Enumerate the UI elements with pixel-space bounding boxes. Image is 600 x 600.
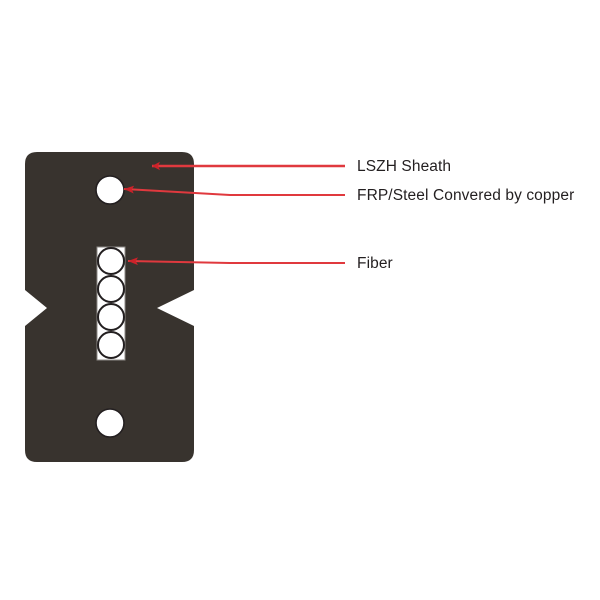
- fiber-circle: [97, 303, 125, 331]
- fiber-stack: [97, 247, 125, 359]
- leader-line-fiber: [127, 257, 345, 266]
- callout-label-lszh-sheath: LSZH Sheath: [357, 158, 452, 175]
- fiber-circle: [97, 247, 125, 275]
- callout-label-frp-steel: FRP/Steel Convered by copper: [357, 187, 575, 204]
- fiber-circle: [97, 275, 125, 303]
- leader-line-frp-steel: [123, 185, 345, 196]
- fiber-circle: [97, 331, 125, 359]
- strength-member-top-circle: [95, 175, 125, 205]
- strength-member-bottom-circle: [95, 408, 125, 438]
- callout-label-fiber: Fiber: [357, 255, 393, 272]
